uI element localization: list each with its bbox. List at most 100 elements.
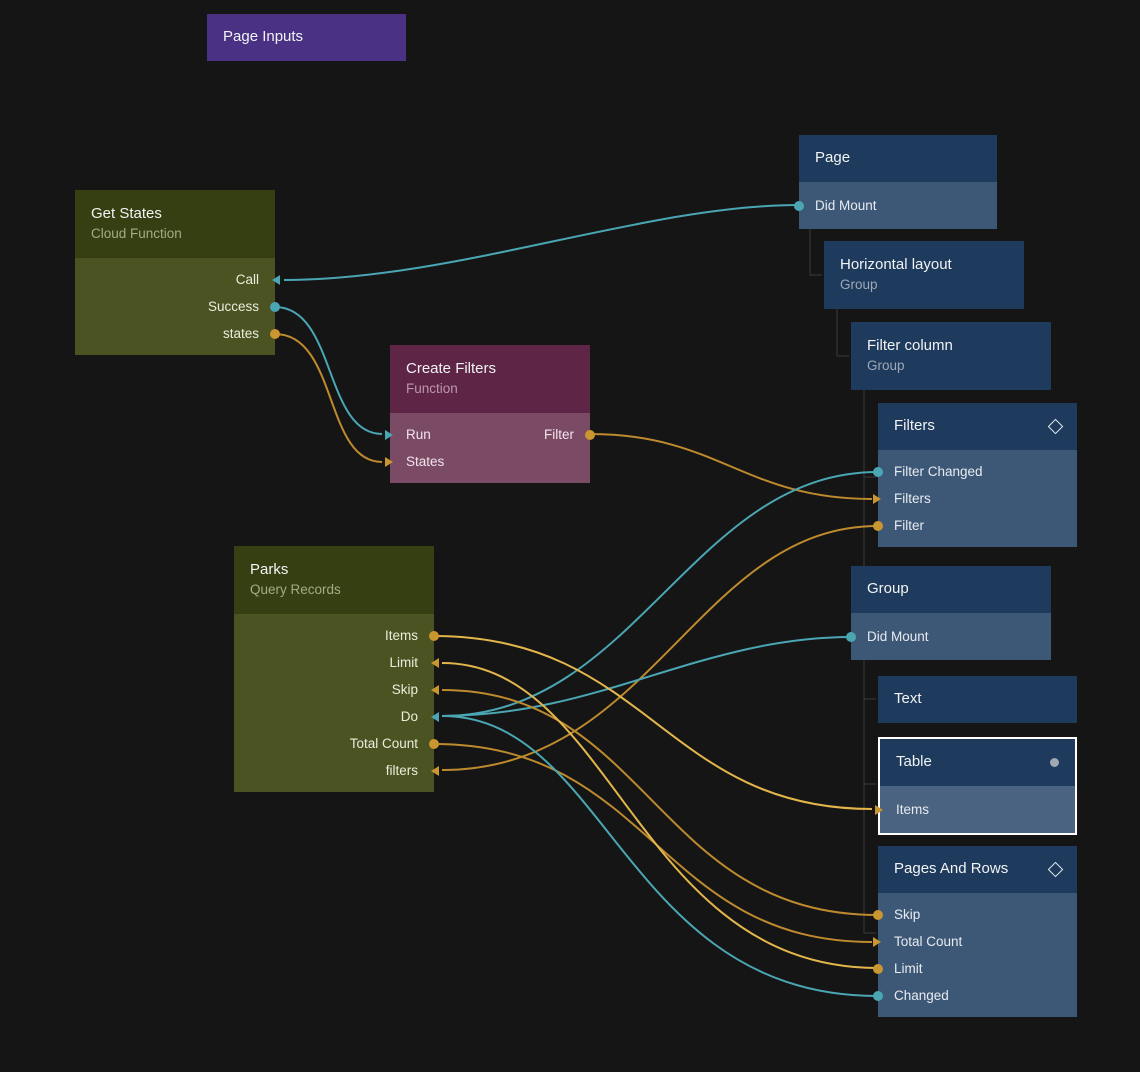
port-run-input[interactable] [385,429,393,440]
port-row-items: Items [875,786,1075,833]
port-row-total-count: Total Count [873,928,1077,955]
port-row-run-filter: Run Filter [385,421,595,448]
node-title: Table [896,753,932,771]
port-row-filter-changed: Filter Changed [873,458,1077,485]
node-title: Create Filters [406,360,497,378]
diamond-icon [1047,861,1064,878]
node-filter-column[interactable]: Filter column Group [851,322,1051,390]
connection-wire[interactable] [274,333,383,463]
port-filters-input[interactable] [873,493,881,504]
connection-wire[interactable] [433,743,873,943]
connection-wire[interactable] [274,306,383,435]
node-get-states[interactable]: Get States Cloud Function Call Success s… [75,190,280,355]
node-body: Run Filter States [385,413,595,483]
port-do-input[interactable] [431,711,439,722]
node-header: Table [880,739,1075,786]
port-total-count-output[interactable] [429,738,439,749]
node-create-filters[interactable]: Create Filters Function Run Filter State… [385,345,595,483]
node-body: Did Mount [794,182,997,229]
node-subtitle: Cloud Function [91,225,182,241]
node-header: Filters [878,403,1077,450]
port-row-filter: Filter [873,512,1077,539]
port-success-output[interactable] [270,301,280,312]
connection-wire[interactable] [433,635,873,810]
node-header: Get States Cloud Function [75,190,275,258]
port-skip-input[interactable] [431,684,439,695]
port-items-input[interactable] [875,804,883,815]
port-row-limit: Limit [873,955,1077,982]
port-did-mount-output[interactable] [794,200,804,211]
port-row-states: states [75,320,280,347]
node-title: Parks [250,561,289,579]
port-items-output[interactable] [429,630,439,641]
connection-wire[interactable] [441,689,879,916]
node-title: Group [867,580,909,598]
node-page-inputs[interactable]: Page Inputs [207,14,406,61]
node-title: Filters [894,417,935,435]
connection-wire[interactable] [589,433,873,500]
node-filters[interactable]: Filters Filter Changed Filters Filter [873,403,1077,547]
port-did-mount-output[interactable] [846,631,856,642]
port-call-input[interactable] [272,274,280,285]
node-text[interactable]: Text [878,676,1077,723]
diamond-icon [1047,418,1064,435]
node-subtitle: Function [406,380,458,396]
hierarchy-line [863,699,876,785]
hierarchy-line [863,390,876,478]
node-title: Page Inputs [223,28,304,46]
port-row-filters: Filters [873,485,1077,512]
node-body: Call Success states [75,258,280,355]
connection-wire[interactable] [441,662,879,969]
port-row-call: Call [75,266,280,293]
port-states-output[interactable] [270,328,280,339]
node-subtitle: Query Records [250,581,341,597]
port-row-do: Do [234,703,439,730]
node-table[interactable]: Table Items [875,737,1077,835]
node-status-dot-icon [1050,758,1059,767]
node-title: Horizontal layout [840,256,952,274]
node-header: Horizontal layout Group [824,241,1024,309]
hierarchy-line [863,784,876,934]
port-filter-output[interactable] [873,520,883,531]
node-subtitle: Group [867,357,905,373]
node-pages-and-rows[interactable]: Pages And Rows Skip Total Count Limit Ch… [873,846,1077,1017]
port-changed-output[interactable] [873,990,883,1001]
port-limit-input[interactable] [431,657,439,668]
node-body: Skip Total Count Limit Changed [873,893,1077,1017]
port-row-total-count: Total Count [234,730,439,757]
node-body: Filter Changed Filters Filter [873,450,1077,547]
connection-wire[interactable] [283,204,800,281]
node-body: Items Limit Skip Do Total Count filters [234,614,439,792]
port-filter-changed-output[interactable] [873,466,883,477]
node-body: Did Mount [846,613,1051,660]
port-row-skip: Skip [234,676,439,703]
port-skip-output[interactable] [873,909,883,920]
port-row-changed: Changed [873,982,1077,1009]
port-total-count-input[interactable] [873,936,881,947]
node-header: Filter column Group [851,322,1051,390]
port-filters-input[interactable] [431,765,439,776]
hierarchy-line [809,229,822,276]
node-title: Get States [91,205,162,223]
node-subtitle: Group [840,276,878,292]
node-parks[interactable]: Parks Query Records Items Limit Skip Do … [234,546,439,792]
port-row-skip: Skip [873,901,1077,928]
port-states-input[interactable] [385,456,393,467]
port-row-success: Success [75,293,280,320]
node-body: Items [875,786,1075,833]
port-limit-output[interactable] [873,963,883,974]
port-row-limit: Limit [234,649,439,676]
node-page[interactable]: Page Did Mount [794,135,997,229]
connection-wire[interactable] [441,715,879,997]
node-horizontal-layout[interactable]: Horizontal layout Group [824,241,1024,309]
node-group[interactable]: Group Did Mount [846,566,1051,660]
hierarchy-line [863,659,876,700]
node-title: Filter column [867,337,953,355]
connection-wire[interactable] [441,636,852,717]
node-header: Group [851,566,1051,613]
port-row-did-mount: Did Mount [846,613,1051,660]
node-header: Create Filters Function [390,345,590,413]
port-filter-output[interactable] [585,429,595,440]
